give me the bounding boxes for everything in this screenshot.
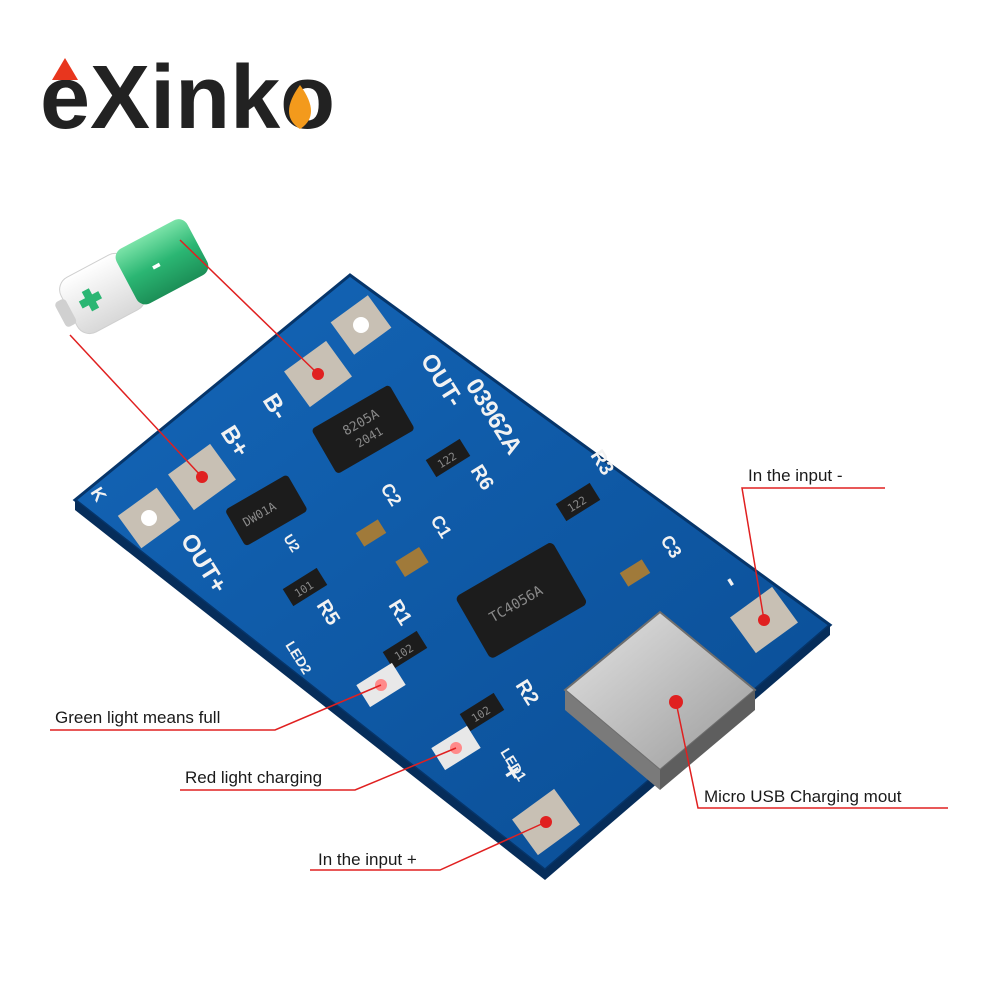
callout-lines [50, 239, 948, 871]
charger-chip: TC4056A [456, 543, 587, 658]
callout-line-usb [675, 701, 948, 809]
resistor-r3: 122 [555, 482, 601, 522]
callout-line-green [50, 684, 382, 731]
logo-triangle-icon [52, 58, 78, 80]
callout-line-input-plus [310, 821, 547, 871]
battery-icon: - + [55, 219, 209, 335]
callout-input-plus: In the input + [318, 850, 417, 869]
resistor-r2: 102 [459, 692, 505, 732]
pad-out-minus [330, 295, 392, 355]
callout-line-red [180, 747, 457, 791]
capacitor-c2 [355, 519, 387, 547]
callout-green-light: Green light means full [55, 708, 220, 727]
callout-line-battery-plus [69, 334, 203, 478]
callout-line-battery-minus [179, 239, 319, 375]
capacitor-c3 [619, 559, 651, 587]
brand-logo: eXinko [40, 48, 335, 148]
callout-red-light: Red light charging [185, 768, 322, 787]
callout-usb: Micro USB Charging mout [704, 787, 902, 806]
logo-text: eXinko [40, 48, 335, 148]
resistor-r1: 102 [382, 630, 428, 670]
callout-line-input-minus [741, 487, 885, 621]
micro-usb-port [563, 610, 757, 790]
battery-plus-label: + [108, 333, 110, 335]
pad-out-plus [117, 487, 181, 549]
callout-input-minus: In the input - [748, 466, 843, 485]
capacitor-c1 [395, 546, 429, 578]
logo-drop-icon [289, 85, 311, 129]
resistor-r5: 101 [282, 567, 328, 607]
protector-chip: DW01A [226, 475, 307, 546]
resistor-r6: 122 [425, 438, 471, 478]
mosfet-chip: 8205A 2041 [312, 385, 414, 473]
